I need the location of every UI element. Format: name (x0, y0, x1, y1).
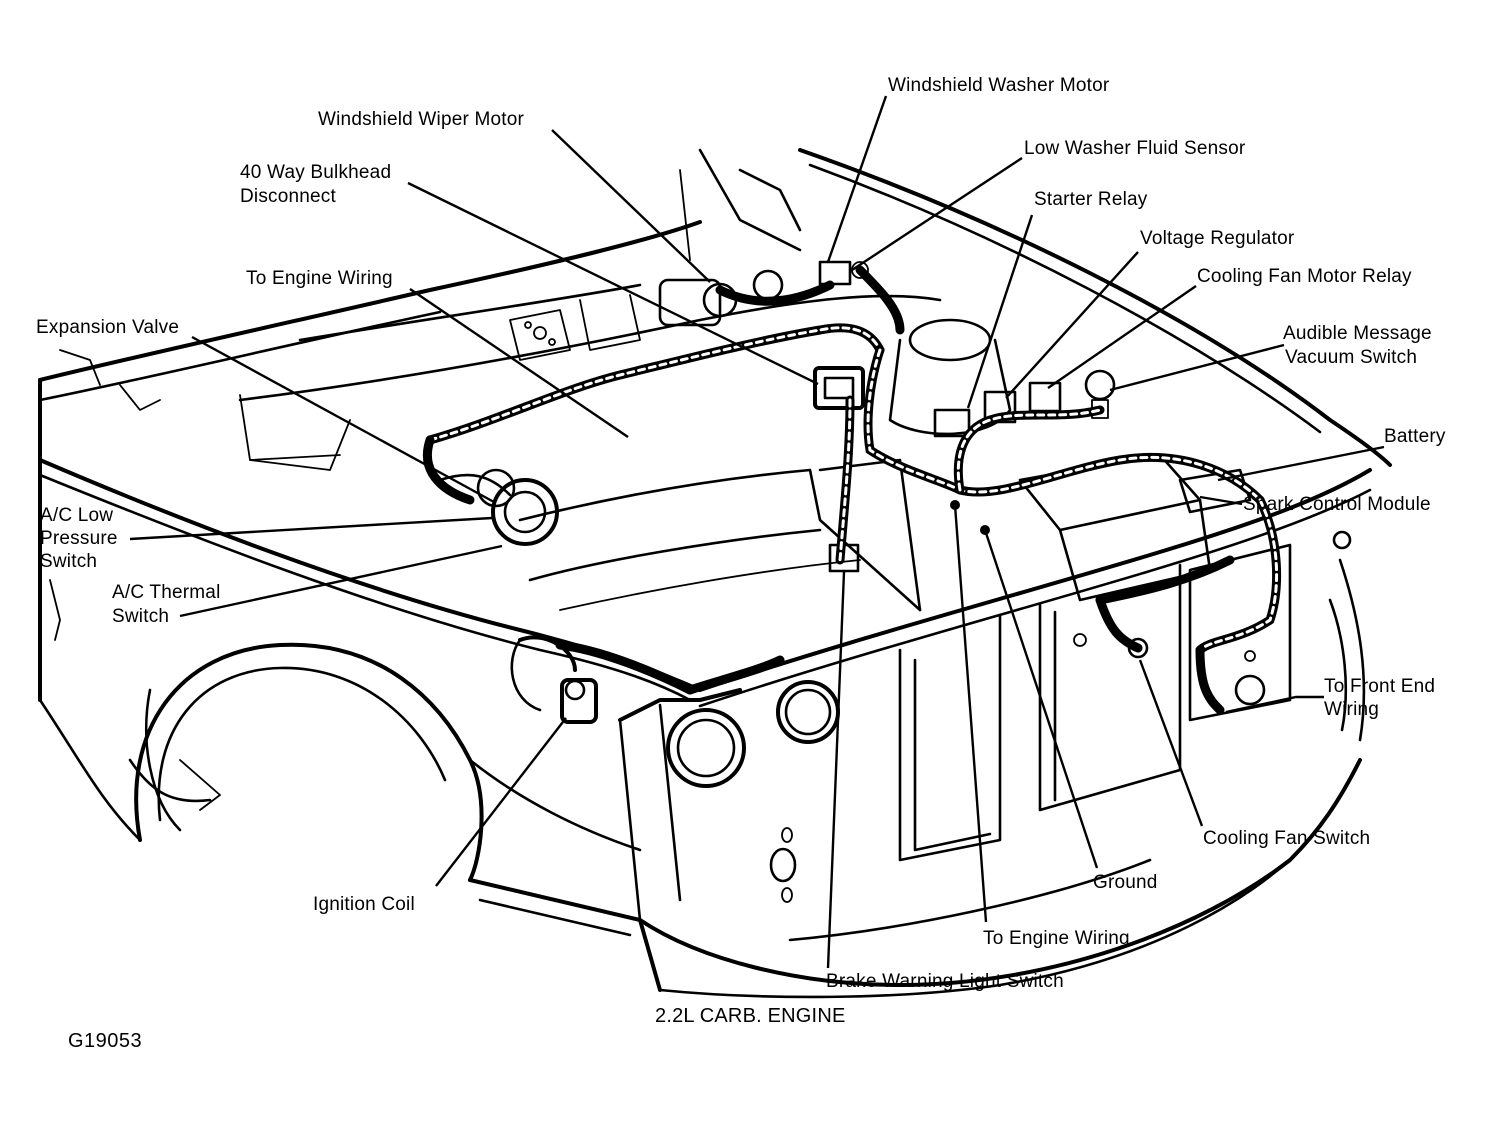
label-starter-relay: Starter Relay (1034, 189, 1148, 210)
label-cooling-fan-motor-relay: Cooling Fan Motor Relay (1197, 266, 1412, 287)
label-cooling-fan-switch: Cooling Fan Switch (1203, 828, 1371, 849)
label-bulkhead-line1: 40 Way Bulkhead (240, 162, 392, 183)
label-brake-warning-light-switch: Brake Warning Light Switch (826, 971, 1064, 992)
label-to-engine-wiring-top: To Engine Wiring (246, 268, 393, 289)
label-battery: Battery (1384, 426, 1446, 447)
label-ac-thermal-line2: Switch (112, 606, 170, 627)
label-ac-thermal-line1: A/C Thermal (112, 582, 221, 603)
car-body-outline (38, 148, 1392, 999)
label-ignition-coil: Ignition Coil (313, 894, 415, 915)
label-front-end-line1: To Front End (1324, 676, 1436, 697)
leader-lines (129, 95, 1385, 969)
label-to-engine-wiring-bottom: To Engine Wiring (983, 928, 1130, 949)
label-spark-control-module: Spark Control Module (1243, 494, 1431, 515)
label-low-washer-fluid-sensor: Low Washer Fluid Sensor (1024, 138, 1246, 159)
figure-id: G19053 (68, 1030, 143, 1052)
label-expansion-valve: Expansion Valve (36, 317, 180, 338)
label-voltage-regulator: Voltage Regulator (1140, 228, 1295, 249)
label-windshield-wiper-motor: Windshield Wiper Motor (318, 109, 525, 130)
label-ac-low-line3: Switch (40, 551, 98, 572)
diagram-caption: 2.2L CARB. ENGINE (655, 1005, 846, 1027)
label-ac-low-line1: A/C Low (40, 505, 114, 526)
label-bulkhead-line2: Disconnect (240, 186, 336, 207)
label-front-end-line2: Wiring (1324, 699, 1380, 720)
label-ground: Ground (1093, 872, 1158, 893)
label-windshield-washer-motor: Windshield Washer Motor (888, 75, 1110, 96)
label-audible-line2: Vacuum Switch (1285, 347, 1418, 368)
label-audible-line1: Audible Message (1283, 323, 1432, 344)
label-ac-low-line2: Pressure (40, 528, 118, 549)
wiring-harness (422, 265, 1282, 715)
